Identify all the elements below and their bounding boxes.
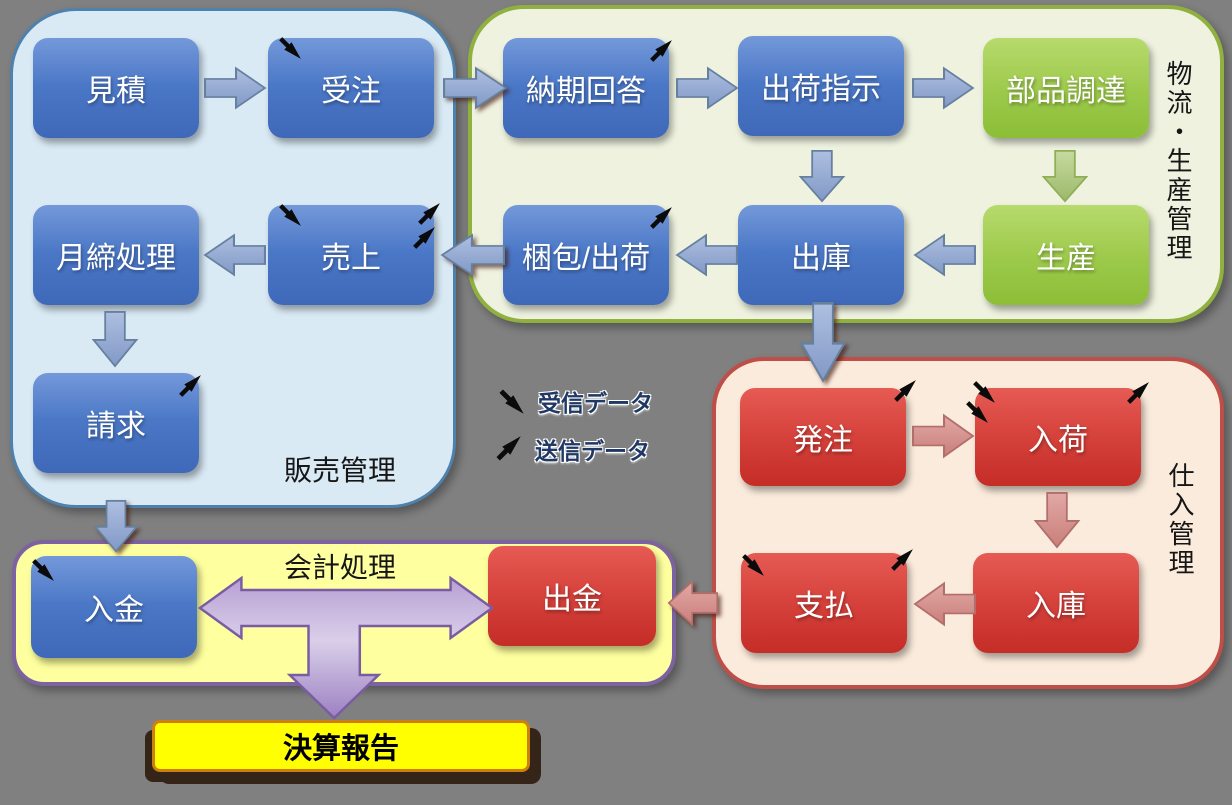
receive-data-icon <box>32 559 54 581</box>
legend-send-data: 送信データ <box>493 432 650 466</box>
node-warehouse-in-label: 入庫 <box>1026 590 1086 623</box>
node-purchase-order-label: 発注 <box>793 424 853 457</box>
legend-receive-label: 受信データ <box>538 390 653 416</box>
node-monthly-closing: 月締処理 <box>33 205 199 305</box>
send-data-icon <box>894 380 916 402</box>
node-sales-label: 売上 <box>321 242 381 275</box>
send-data-icon <box>650 40 672 62</box>
node-production: 生産 <box>983 205 1149 305</box>
flow-arrow-invoice-to-deposit <box>93 500 139 553</box>
flow-arrow-warehouse-out-to-packing <box>675 233 738 277</box>
receive-data-icon <box>966 401 988 423</box>
send-data-icon <box>413 227 435 249</box>
node-warehouse-in: 入庫 <box>973 553 1139 653</box>
node-sales: 売上 <box>268 203 440 305</box>
node-invoice: 請求 <box>33 373 201 473</box>
node-deposit: 入金 <box>31 556 197 658</box>
node-withdrawal: 出金 <box>488 546 656 646</box>
receive-data-icon <box>279 204 301 226</box>
flow-arrow-delivery-reply-to-shipping-instruction <box>676 66 739 110</box>
node-order-received-label: 受注 <box>321 75 381 108</box>
receive-data-icon <box>973 381 995 403</box>
node-deposit-label: 入金 <box>84 594 144 627</box>
node-delivery-reply: 納期回答 <box>503 38 672 138</box>
node-quote: 見積 <box>33 38 199 138</box>
flow-arrow-shipping-instruction-to-parts-procurement <box>912 66 975 110</box>
node-purchase-order: 発注 <box>740 380 916 486</box>
flow-arrow-quote-to-order <box>204 66 267 110</box>
node-shipping-instruction-label: 出荷指示 <box>761 73 881 106</box>
send-data-icon <box>496 436 521 461</box>
flow-arrow-goods-receipt-to-warehouse-in <box>1033 492 1081 549</box>
node-warehouse-out: 出庫 <box>738 205 904 305</box>
node-packing-shipping-label: 梱包/出荷 <box>521 242 651 275</box>
node-financial-report: 決算報告 <box>152 720 530 772</box>
node-warehouse-out-label: 出庫 <box>791 242 851 275</box>
node-goods-receipt: 入荷 <box>966 381 1149 486</box>
legend-receive-data: 受信データ <box>496 384 653 418</box>
flow-arrow-parts-procurement-to-production <box>1041 150 1089 203</box>
label-sales-management: 販売管理 <box>284 455 397 486</box>
flow-arrow-production-to-warehouse-out <box>913 233 976 277</box>
send-data-icon <box>891 549 913 571</box>
flow-arrow-shipping-instruction-to-warehouse-out <box>798 150 846 203</box>
node-shipping-instruction: 出荷指示 <box>738 36 904 136</box>
flow-arrow-warehouse-out-to-purchase-order <box>799 302 847 383</box>
flow-arrow-deposit-withdrawal-report <box>197 575 495 720</box>
node-parts-procurement-label: 部品調達 <box>1006 75 1126 108</box>
node-goods-receipt-label: 入荷 <box>1028 424 1088 457</box>
flow-arrow-warehouse-in-to-payment <box>913 581 976 627</box>
node-withdrawal-label: 出金 <box>542 583 602 616</box>
node-production-label: 生産 <box>1036 242 1096 275</box>
flow-arrow-sales-to-monthly-closing <box>203 233 266 277</box>
node-parts-procurement: 部品調達 <box>983 38 1149 138</box>
node-delivery-reply-label: 納期回答 <box>526 75 646 108</box>
receive-data-icon <box>279 37 301 59</box>
label-logistics-production-management: 物流・生産管理 <box>1163 60 1193 263</box>
flow-arrow-payment-to-withdrawal <box>667 579 718 627</box>
flow-arrow-purchase-order-to-goods-receipt <box>912 413 975 459</box>
flow-arrow-order-to-delivery-reply <box>443 66 508 110</box>
label-accounting: 会計処理 <box>284 552 397 583</box>
receive-data-icon <box>742 554 764 576</box>
node-payment-label: 支払 <box>794 590 854 623</box>
send-data-icon <box>179 375 201 397</box>
flow-arrow-packing-to-sales <box>440 233 505 277</box>
receive-data-icon <box>499 389 524 414</box>
node-quote-label: 見積 <box>86 75 146 108</box>
node-financial-report-label: 決算報告 <box>282 733 399 765</box>
node-order-received: 受注 <box>268 37 434 138</box>
send-data-icon <box>418 203 440 225</box>
send-data-icon <box>650 207 672 229</box>
node-packing-shipping: 梱包/出荷 <box>503 205 672 305</box>
flow-arrow-monthly-closing-to-invoice <box>91 311 139 368</box>
legend-send-label: 送信データ <box>535 438 650 464</box>
send-data-icon <box>1127 382 1149 404</box>
node-payment: 支払 <box>741 549 913 653</box>
node-monthly-closing-label: 月締処理 <box>56 242 176 275</box>
label-purchasing-management: 仕入管理 <box>1165 462 1195 578</box>
node-invoice-label: 請求 <box>86 410 146 443</box>
